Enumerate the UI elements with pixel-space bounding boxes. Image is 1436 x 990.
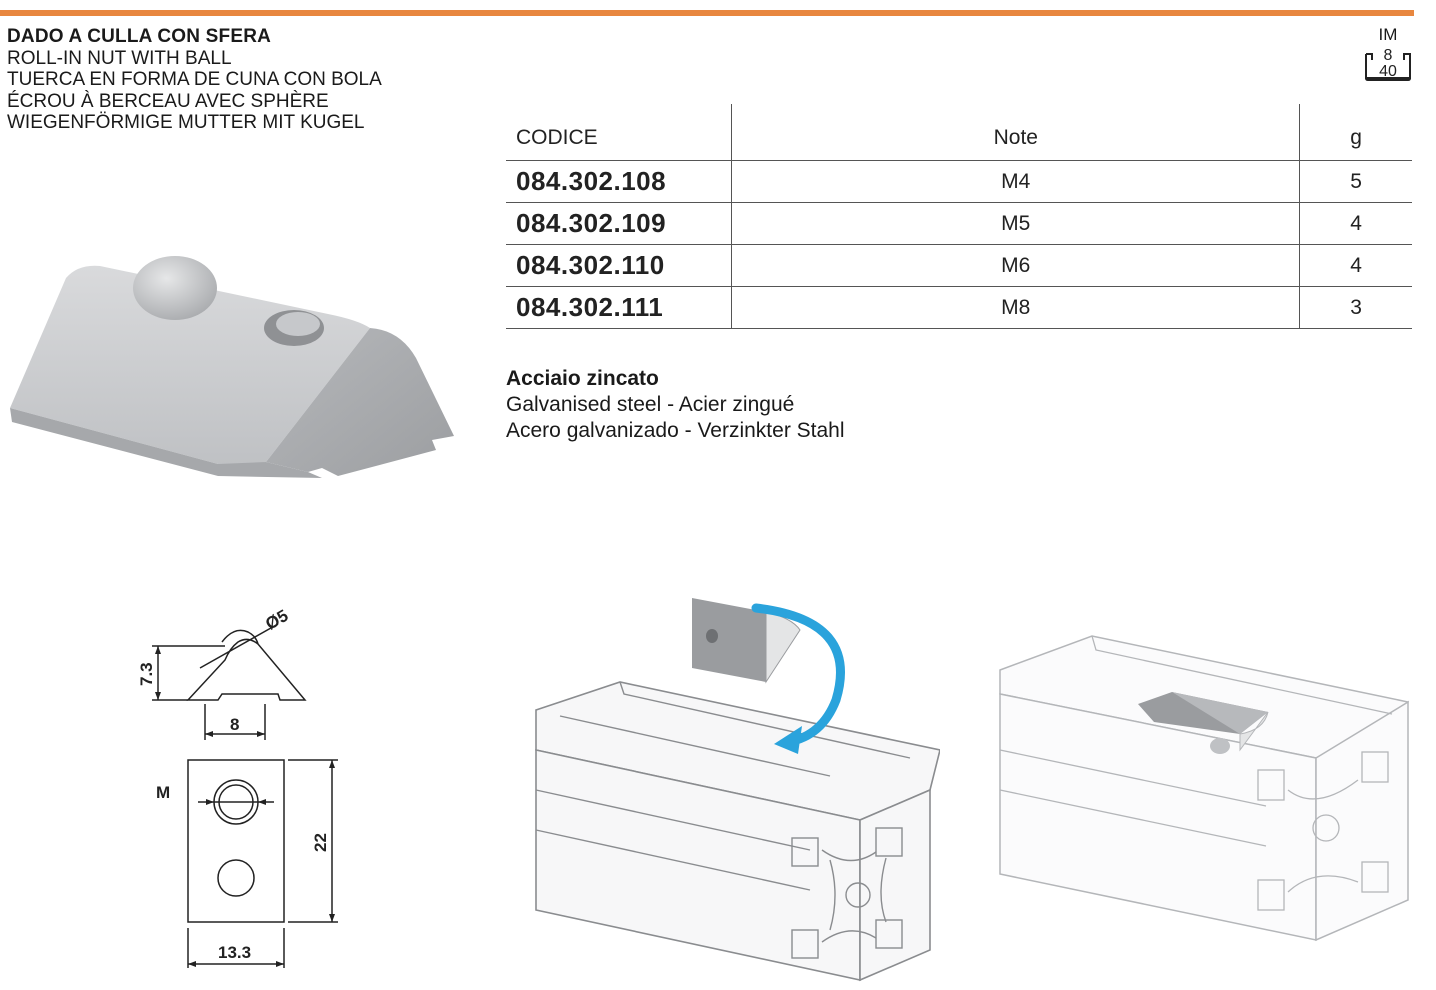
top-accent-rule [0, 10, 1414, 16]
cell-weight: 3 [1299, 286, 1412, 329]
dim-height-label: 7.3 [137, 662, 156, 686]
title-spanish: TUERCA EN FORMA DE CUNA CON BOLA [7, 69, 382, 90]
dim-ball-label: Ø5 [262, 606, 291, 634]
arrow-head-icon [774, 726, 802, 754]
table-header-row: CODICE Note g [506, 104, 1412, 161]
header-code: CODICE [506, 104, 732, 161]
cell-code: 084.302.108 [506, 160, 732, 203]
top-view-drawing: M 22 13.3 [156, 759, 338, 968]
cell-weight: 4 [1299, 244, 1412, 287]
title-german: WIEGENFÖRMIGE MUTTER MIT KUGEL [7, 112, 365, 133]
material-es-de: Acero galvanizado - Verzinkter Stahl [506, 419, 845, 442]
cell-note: M4 [731, 160, 1300, 203]
code-table: CODICE Note g 084.302.108 M4 5 084.302.1… [506, 104, 1412, 329]
cell-weight: 5 [1299, 160, 1412, 203]
badge-label: IM [1378, 25, 1398, 44]
profile-badge: IM 8 40 [1362, 26, 1414, 82]
profile-slot-icon: 8 40 [1365, 47, 1411, 81]
seated-nut-illustration [999, 635, 1410, 942]
cell-note: M5 [731, 202, 1300, 245]
cell-code: 084.302.109 [506, 202, 732, 245]
table-row: 084.302.108 M4 5 [506, 160, 1412, 203]
cell-code: 084.302.110 [506, 244, 732, 287]
product-titles: DADO A CULLA CON SFERA ROLL-IN NUT WITH … [7, 26, 382, 134]
material-italian: Acciaio zincato [506, 367, 659, 390]
dim-length-label: 22 [311, 833, 330, 852]
nut-part [692, 598, 801, 684]
dim-thread-label: M [156, 783, 170, 802]
table-row: 084.302.111 M8 3 [506, 286, 1412, 329]
seated-nut-part [1138, 692, 1269, 754]
insertion-illustration [535, 598, 940, 982]
cell-code: 084.302.111 [506, 286, 732, 329]
material-description: Acciaio zincato Galvanised steel - Acier… [506, 366, 845, 444]
dim-width-top-label: 8 [230, 715, 239, 734]
title-english: ROLL-IN NUT WITH BALL [7, 47, 232, 69]
header-note: Note [731, 104, 1300, 161]
badge-top: 8 [1384, 47, 1393, 64]
material-en-fr: Galvanised steel - Acier zingué [506, 393, 795, 416]
table-row: 084.302.110 M6 4 [506, 244, 1412, 287]
header-weight: g [1299, 104, 1412, 161]
cell-note: M6 [731, 244, 1300, 287]
dim-width-label: 13.3 [218, 943, 251, 962]
cell-weight: 4 [1299, 202, 1412, 245]
rotate-arrow-icon [751, 603, 845, 747]
badge-bottom: 40 [1379, 63, 1397, 80]
nut-render-image [10, 256, 454, 478]
table-row: 084.302.109 M5 4 [506, 202, 1412, 245]
cell-note: M8 [731, 286, 1300, 329]
side-profile-drawing: Ø5 7.3 8 [137, 606, 307, 740]
title-french: ÉCROU À BERCEAU AVEC SPHÈRE [7, 90, 329, 112]
title-italian: DADO A CULLA CON SFERA [7, 26, 272, 47]
